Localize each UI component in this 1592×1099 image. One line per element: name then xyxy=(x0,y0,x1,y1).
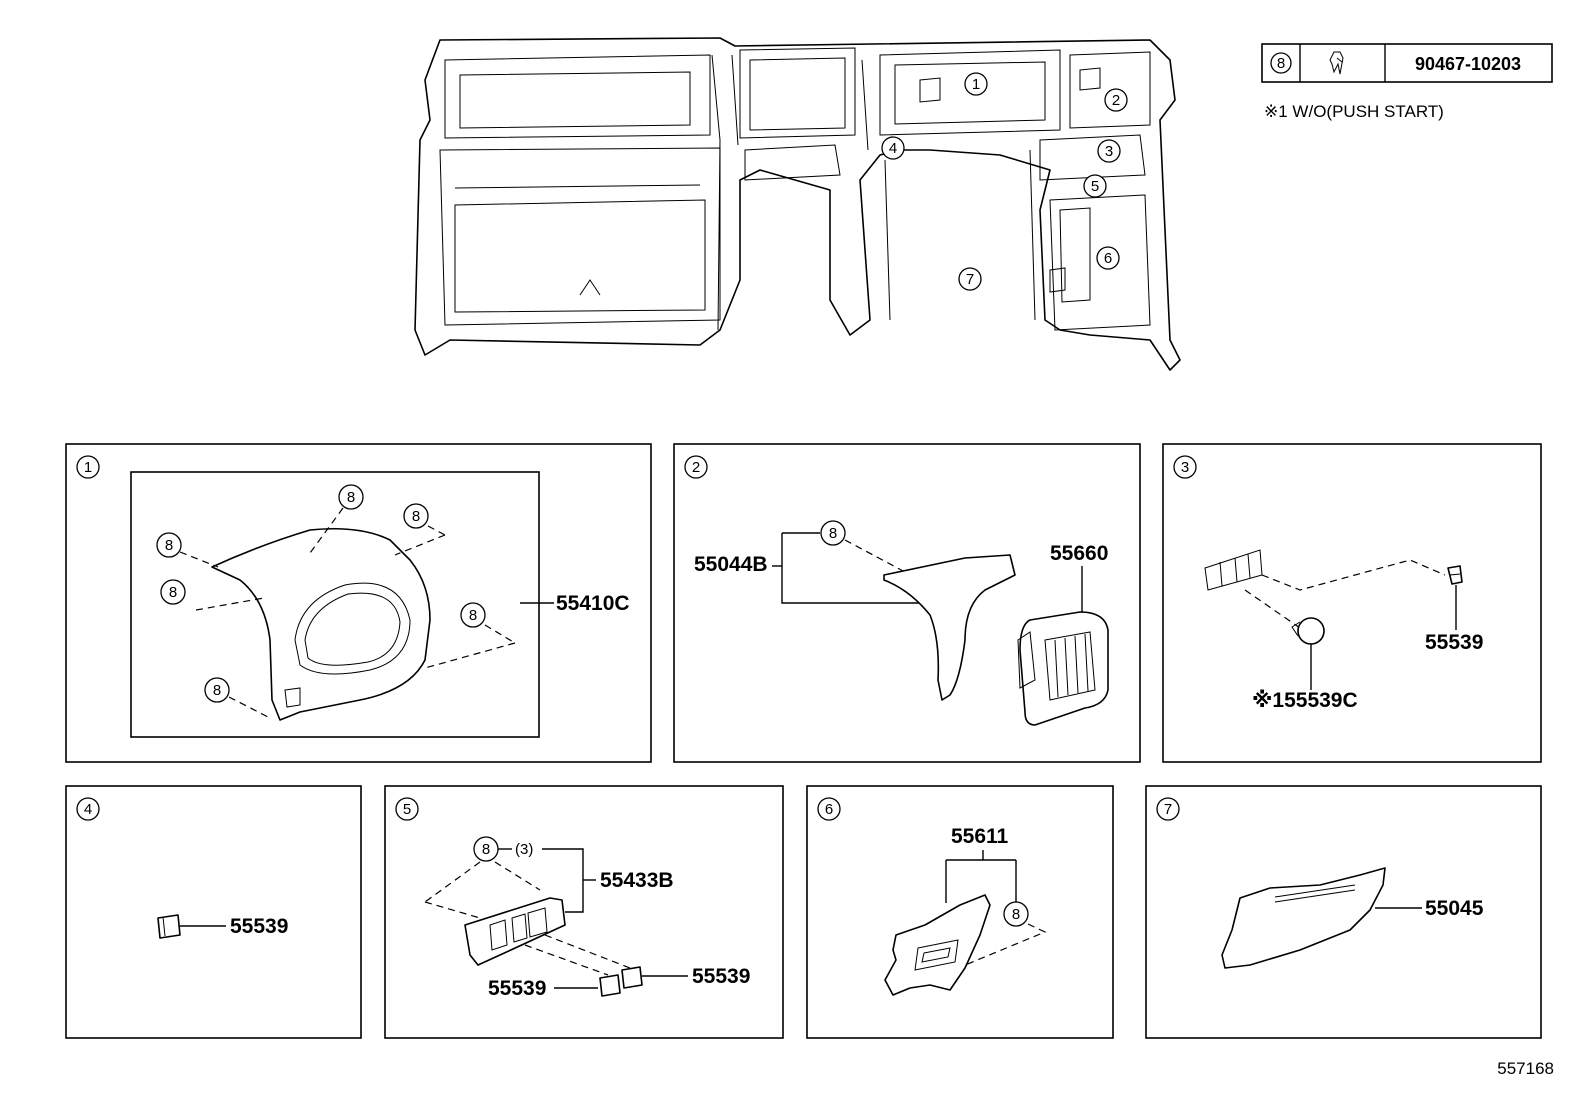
svg-text:8: 8 xyxy=(1012,906,1020,923)
svg-text:8: 8 xyxy=(213,682,221,699)
overview-callout-2[interactable]: 2 xyxy=(1104,88,1128,112)
part-55044B: 55044B xyxy=(694,553,768,576)
panel-1-clip-callout-e[interactable]: 8 xyxy=(460,602,486,628)
clip-icon xyxy=(1329,51,1344,75)
panel-5-label: 5 xyxy=(403,801,411,818)
part-55539-p4: 55539 xyxy=(230,915,288,938)
part-55539-p3: 55539 xyxy=(1425,631,1483,654)
clip-55539-p5a-part xyxy=(599,974,621,997)
svg-text:5: 5 xyxy=(1091,178,1099,195)
panel-1-clip-callout-a[interactable]: 8 xyxy=(338,484,364,510)
overview-callout-4[interactable]: 4 xyxy=(881,136,905,160)
panel-4: 4 55539 xyxy=(65,785,362,1039)
panel-3-label: 3 xyxy=(1181,459,1189,476)
clip-55539-part xyxy=(1447,565,1463,585)
part-55539-p5a: 55539 xyxy=(488,977,546,1000)
overview-callout-7[interactable]: 7 xyxy=(958,267,982,291)
figure-id: 557168 xyxy=(1497,1059,1554,1078)
panel-2: 2 55044B 8 55660 xyxy=(673,443,1141,763)
panel-1-clip-callout-b[interactable]: 8 xyxy=(403,503,429,529)
part-55611: 55611 xyxy=(951,825,1009,848)
side-trim-part xyxy=(883,554,1016,701)
panel-1-clip-callout-c[interactable]: 8 xyxy=(156,532,182,558)
dashboard-overview xyxy=(414,37,1181,371)
legend-callout: 8 xyxy=(1277,55,1285,72)
under-cover-part xyxy=(1221,867,1386,969)
panel-3: 3 ※155539C 55539 xyxy=(1162,443,1542,763)
panel-5: 5 8 (3) 55433B 55539 55539 xyxy=(384,785,784,1039)
svg-text:8: 8 xyxy=(412,508,420,525)
switch-bezel-part xyxy=(464,897,566,966)
part-55539C: ※155539C xyxy=(1252,689,1358,712)
svg-text:1: 1 xyxy=(972,76,980,93)
svg-text:8: 8 xyxy=(169,584,177,601)
panel-6: 6 55611 8 xyxy=(806,785,1114,1039)
part-55410C: 55410C xyxy=(556,592,630,615)
panel-7: 7 55045 xyxy=(1145,785,1542,1039)
push-button-cover-part xyxy=(1291,617,1325,645)
meter-hood-part xyxy=(211,528,431,721)
svg-text:7: 7 xyxy=(966,271,974,288)
part-55539-p5b: 55539 xyxy=(692,965,750,988)
legend-part-number: 90467-10203 xyxy=(1415,54,1521,74)
panel-6-clip-callout[interactable]: 8 xyxy=(1003,901,1029,927)
legend-note: ※1 W/O(PUSH START) xyxy=(1264,102,1444,121)
panel-4-label: 4 xyxy=(84,801,92,818)
svg-text:4: 4 xyxy=(889,140,897,157)
overview-callout-3[interactable]: 3 xyxy=(1097,139,1121,163)
part-55433B: 55433B xyxy=(600,869,674,892)
clip-55539-p5b-part xyxy=(621,966,643,989)
part-55660: 55660 xyxy=(1050,542,1108,565)
svg-text:2: 2 xyxy=(1112,92,1120,109)
panel-5-clip-callout[interactable]: 8 xyxy=(473,836,499,862)
panel-1-label: 1 xyxy=(84,459,92,476)
overview-callout-5[interactable]: 5 xyxy=(1083,174,1107,198)
panel-1-clip-callout-f[interactable]: 8 xyxy=(204,677,230,703)
panel-2-label: 2 xyxy=(692,459,700,476)
svg-text:8: 8 xyxy=(347,489,355,506)
clip-55539-p4-part xyxy=(157,914,181,939)
lower-panel-part xyxy=(884,894,991,996)
svg-text:8: 8 xyxy=(482,841,490,858)
part-55045: 55045 xyxy=(1425,897,1484,920)
overview-callout-6[interactable]: 6 xyxy=(1096,246,1120,270)
svg-text:8: 8 xyxy=(829,525,837,542)
overview-callout-1[interactable]: 1 xyxy=(964,72,988,96)
panel-6-label: 6 xyxy=(825,801,833,818)
panel-2-clip-callout[interactable]: 8 xyxy=(820,520,846,546)
switch-base-part xyxy=(1204,549,1263,591)
panel-1-clip-callout-d[interactable]: 8 xyxy=(160,579,186,605)
svg-text:6: 6 xyxy=(1104,250,1112,267)
panel-5-qty: (3) xyxy=(515,841,533,858)
air-vent-part xyxy=(1017,611,1109,726)
panel-1: 1 55410C 8 8 8 8 xyxy=(65,443,652,763)
svg-text:8: 8 xyxy=(165,537,173,554)
svg-text:8: 8 xyxy=(469,607,477,624)
svg-text:3: 3 xyxy=(1105,143,1113,160)
panel-7-label: 7 xyxy=(1164,801,1172,818)
legend-table: 8 90467-10203 xyxy=(1261,43,1553,83)
